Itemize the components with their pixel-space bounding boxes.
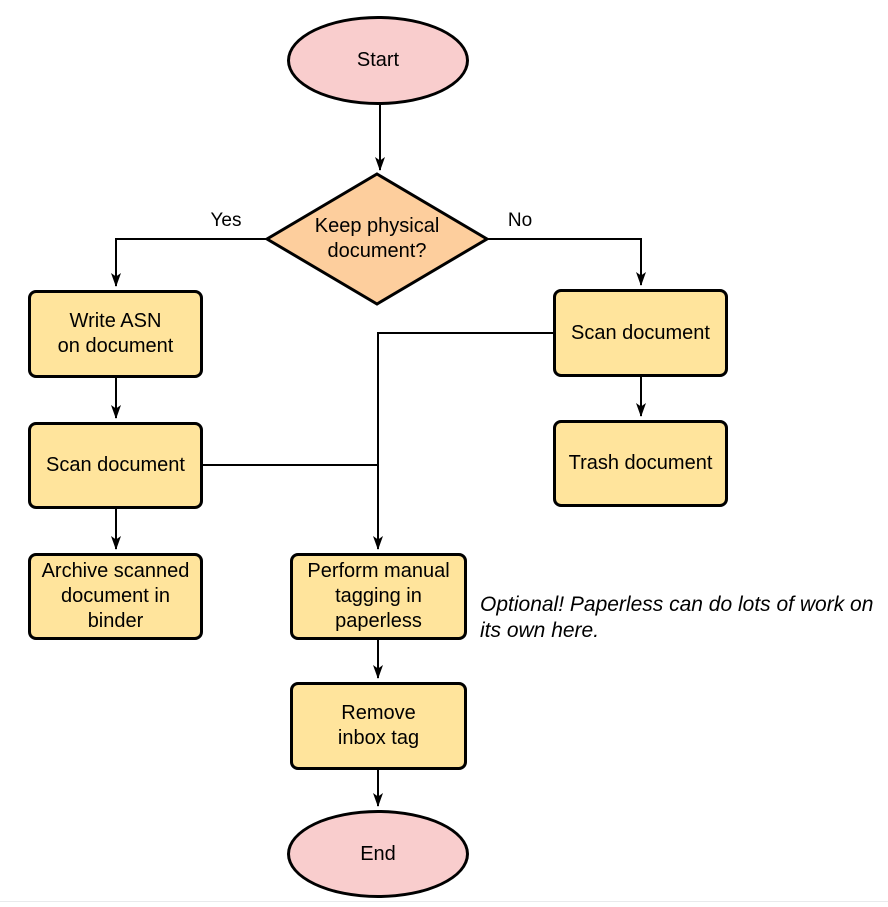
bottom-divider: [0, 901, 888, 902]
node-manual-tagging: Perform manual tagging in paperless: [290, 553, 467, 640]
decision-diamond-shape: [264, 172, 490, 306]
node-write-asn: Write ASN on document: [28, 290, 203, 378]
edge-decision-yes-to-write-asn: [111, 238, 267, 287]
edge-label-yes: Yes: [210, 210, 242, 231]
node-trash-document: Trash document: [553, 420, 728, 507]
node-archive-binder: Archive scanned document in binder: [28, 553, 203, 640]
node-scan-document-right: Scan document: [553, 289, 728, 377]
edge-label-no: No: [507, 210, 533, 231]
edge-decision-no-to-scan-right: [487, 238, 646, 286]
node-end: End: [287, 810, 469, 898]
node-decision-label: Keep physical document?: [314, 215, 440, 262]
node-scan-document-left: Scan document: [28, 422, 203, 509]
edge-scan-right-to-tagging: [373, 332, 553, 550]
node-remove-inbox-tag: Remove inbox tag: [290, 682, 467, 770]
node-start: Start: [287, 16, 469, 105]
optional-note: Optional! Paperless can do lots of work …: [480, 593, 874, 642]
